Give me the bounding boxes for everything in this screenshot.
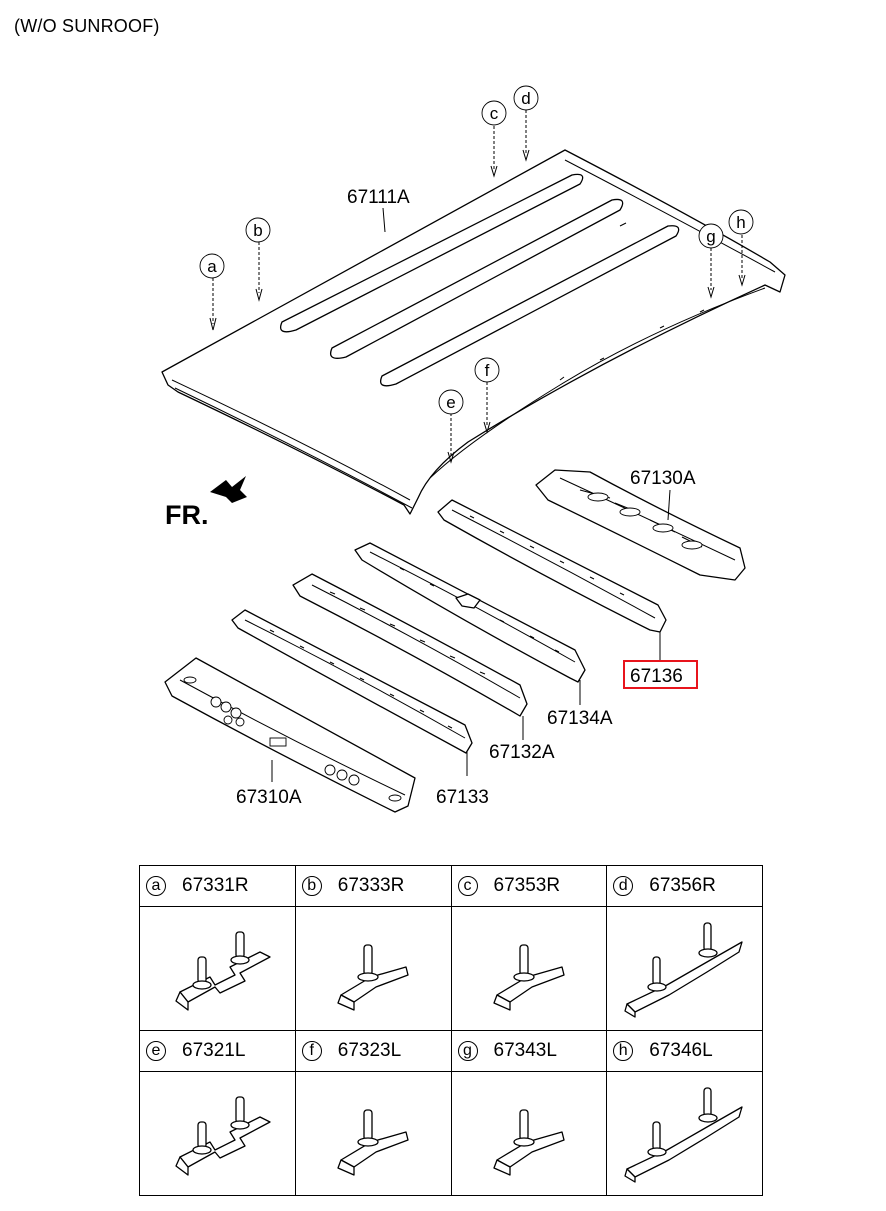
long-double-stud-bracket-icon	[624, 1087, 743, 1183]
label-67133: 67133	[436, 787, 489, 808]
front-direction-label: FR.	[165, 500, 209, 530]
single-stud-bracket-icon	[337, 1109, 409, 1176]
table-cell-header: e 67321L	[139, 1030, 296, 1072]
label-67130a: 67130A	[630, 468, 696, 489]
table-row: e 67321L f 67323L g 67343L h 67346L	[139, 1030, 763, 1072]
table-cell-image	[294, 906, 452, 1031]
label-67310a: 67310A	[236, 787, 302, 808]
table-cell-image	[450, 1071, 608, 1196]
highlight-67136	[623, 660, 698, 689]
roof-panel	[161, 149, 786, 515]
long-double-stud-bracket-icon	[624, 922, 743, 1018]
callout-letter: d	[613, 876, 634, 896]
front-direction-arrow-icon	[210, 476, 247, 503]
callout-b: b	[253, 221, 262, 240]
callout-letter: f	[301, 1041, 322, 1061]
part-code: 67343L	[493, 1040, 557, 1061]
double-stud-bracket-icon	[175, 1096, 271, 1176]
callout-letter: a	[146, 876, 166, 896]
table-cell-header: d 67356R	[606, 865, 763, 907]
callout-c: c	[490, 104, 499, 123]
callout-f: f	[485, 361, 490, 380]
part-67133	[231, 609, 473, 754]
single-stud-bracket-icon	[492, 1109, 565, 1176]
table-cell-image	[450, 906, 608, 1031]
double-stud-bracket-icon	[175, 931, 271, 1011]
part-67134a	[354, 542, 586, 683]
table-cell-image	[139, 1071, 296, 1196]
callout-letter: g	[457, 1041, 478, 1061]
table-cell-header: b 67333R	[294, 865, 452, 907]
callout-letter: c	[457, 876, 478, 896]
part-code: 67323L	[337, 1040, 402, 1061]
callout-letter: e	[146, 1041, 166, 1061]
parts-table: a 67331R b 67333R c 67353R d 67356R	[139, 865, 763, 1196]
part-code: 67321L	[182, 1040, 246, 1061]
table-cell-image	[294, 1071, 452, 1196]
part-67310a	[164, 657, 416, 813]
label-67136: 67136	[630, 666, 683, 687]
table-row	[139, 906, 763, 1031]
callout-letter: h	[613, 1041, 634, 1061]
table-cell-header: h 67346L	[606, 1030, 763, 1072]
part-67130a	[535, 469, 746, 581]
table-row: a 67331R b 67333R c 67353R d 67356R	[139, 865, 763, 907]
label-67132a: 67132A	[489, 742, 555, 763]
table-row	[139, 1071, 763, 1196]
part-67132a	[292, 573, 528, 717]
table-cell-image	[139, 906, 296, 1031]
part-code: 67353R	[493, 875, 561, 896]
roof-exploded-diagram: a b c d e f g h 67111A FR. 67130A	[161, 85, 786, 813]
callout-g: g	[706, 227, 715, 246]
label-67134a: 67134A	[547, 708, 613, 729]
callout-h: h	[736, 213, 745, 232]
table-cell-image	[606, 906, 763, 1031]
table-cell-image	[606, 1071, 763, 1196]
callout-e: e	[446, 393, 455, 412]
part-code: 67346L	[649, 1040, 713, 1061]
table-cell-header: a 67331R	[139, 865, 296, 907]
part-code: 67333R	[337, 875, 405, 896]
table-cell-header: f 67323L	[294, 1030, 452, 1072]
label-67111a: 67111A	[347, 187, 410, 208]
callout-letter: b	[301, 876, 322, 896]
diagram-title: (W/O SUNROOF)	[14, 16, 160, 36]
part-code: 67356R	[649, 875, 716, 896]
single-stud-bracket-icon	[492, 944, 565, 1011]
callout-circles: a b c d e f g h	[199, 85, 754, 415]
callout-leaders	[209, 110, 746, 464]
table-cell-header: g 67343L	[450, 1030, 608, 1072]
part-code: 67331R	[182, 875, 249, 896]
callout-d: d	[521, 89, 530, 108]
part-67136	[437, 499, 667, 633]
single-stud-bracket-icon	[337, 944, 409, 1011]
callout-a: a	[207, 257, 217, 276]
table-cell-header: c 67353R	[450, 865, 608, 907]
